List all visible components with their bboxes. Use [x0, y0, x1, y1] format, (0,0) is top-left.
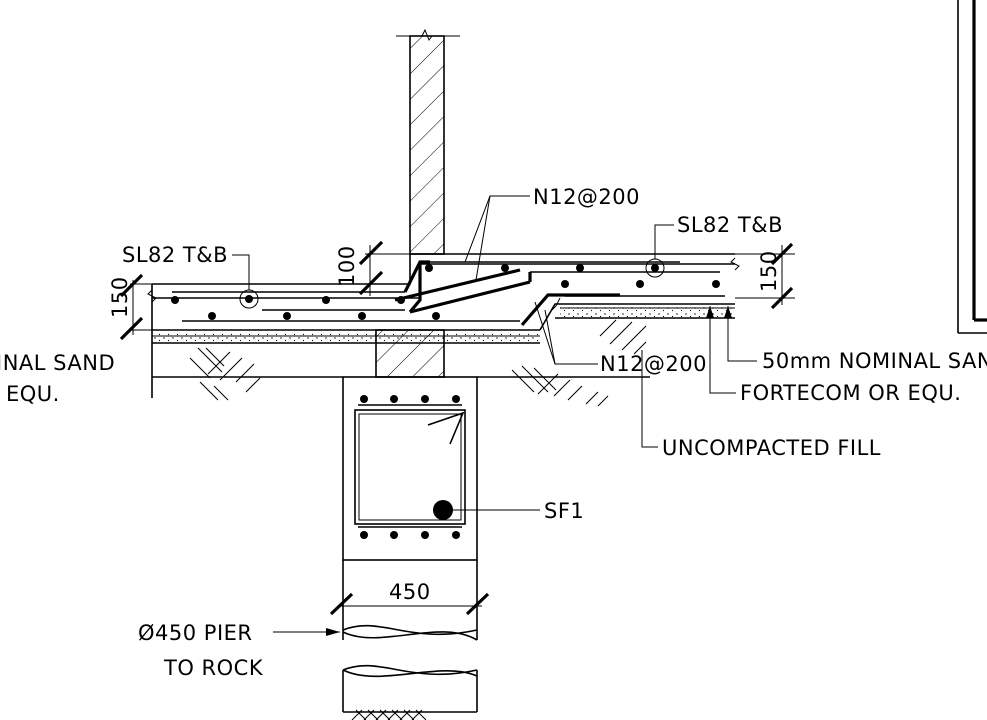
dimension-lines: [119, 240, 795, 616]
edge-beam: [342, 376, 478, 561]
sand-right-label: 50mm NOMINAL SAN: [762, 349, 987, 373]
pier-label-line2: TO ROCK: [163, 656, 264, 680]
beam-bar-label: SF1: [544, 499, 584, 523]
pier-width-dimension: 450: [389, 580, 431, 604]
sand-left-label-line2: EQU.: [6, 382, 60, 406]
brick-wall: [396, 28, 460, 255]
wall-base: [375, 329, 445, 378]
ground-hatch: [189, 319, 647, 720]
fortecom-label: FORTECOM OR EQU.: [740, 381, 961, 405]
leader-lines: [232, 195, 757, 636]
slab-right-dimension: 150: [757, 250, 781, 292]
slab-outline: [147, 253, 740, 398]
bottom-bar-label: N12@200: [600, 352, 707, 376]
fill-label: UNCOMPACTED FILL: [662, 436, 881, 460]
slab-bar-dots: [171, 258, 720, 320]
slab-reinforcement: [172, 260, 725, 327]
slab-left-dimension: 150: [108, 276, 132, 318]
sand-layer: [152, 307, 735, 343]
step-dimension: 100: [335, 245, 359, 287]
mesh-left-label: SL82 T&B: [122, 243, 228, 267]
pier: [342, 560, 478, 713]
title-block-frame: [957, 0, 987, 334]
mesh-right-label: SL82 T&B: [677, 213, 783, 237]
top-bar-label: N12@200: [533, 185, 640, 209]
sand-left-label-line1: INAL SAND: [0, 351, 115, 375]
pier-label-line1: Ø450 PIER: [138, 621, 253, 645]
